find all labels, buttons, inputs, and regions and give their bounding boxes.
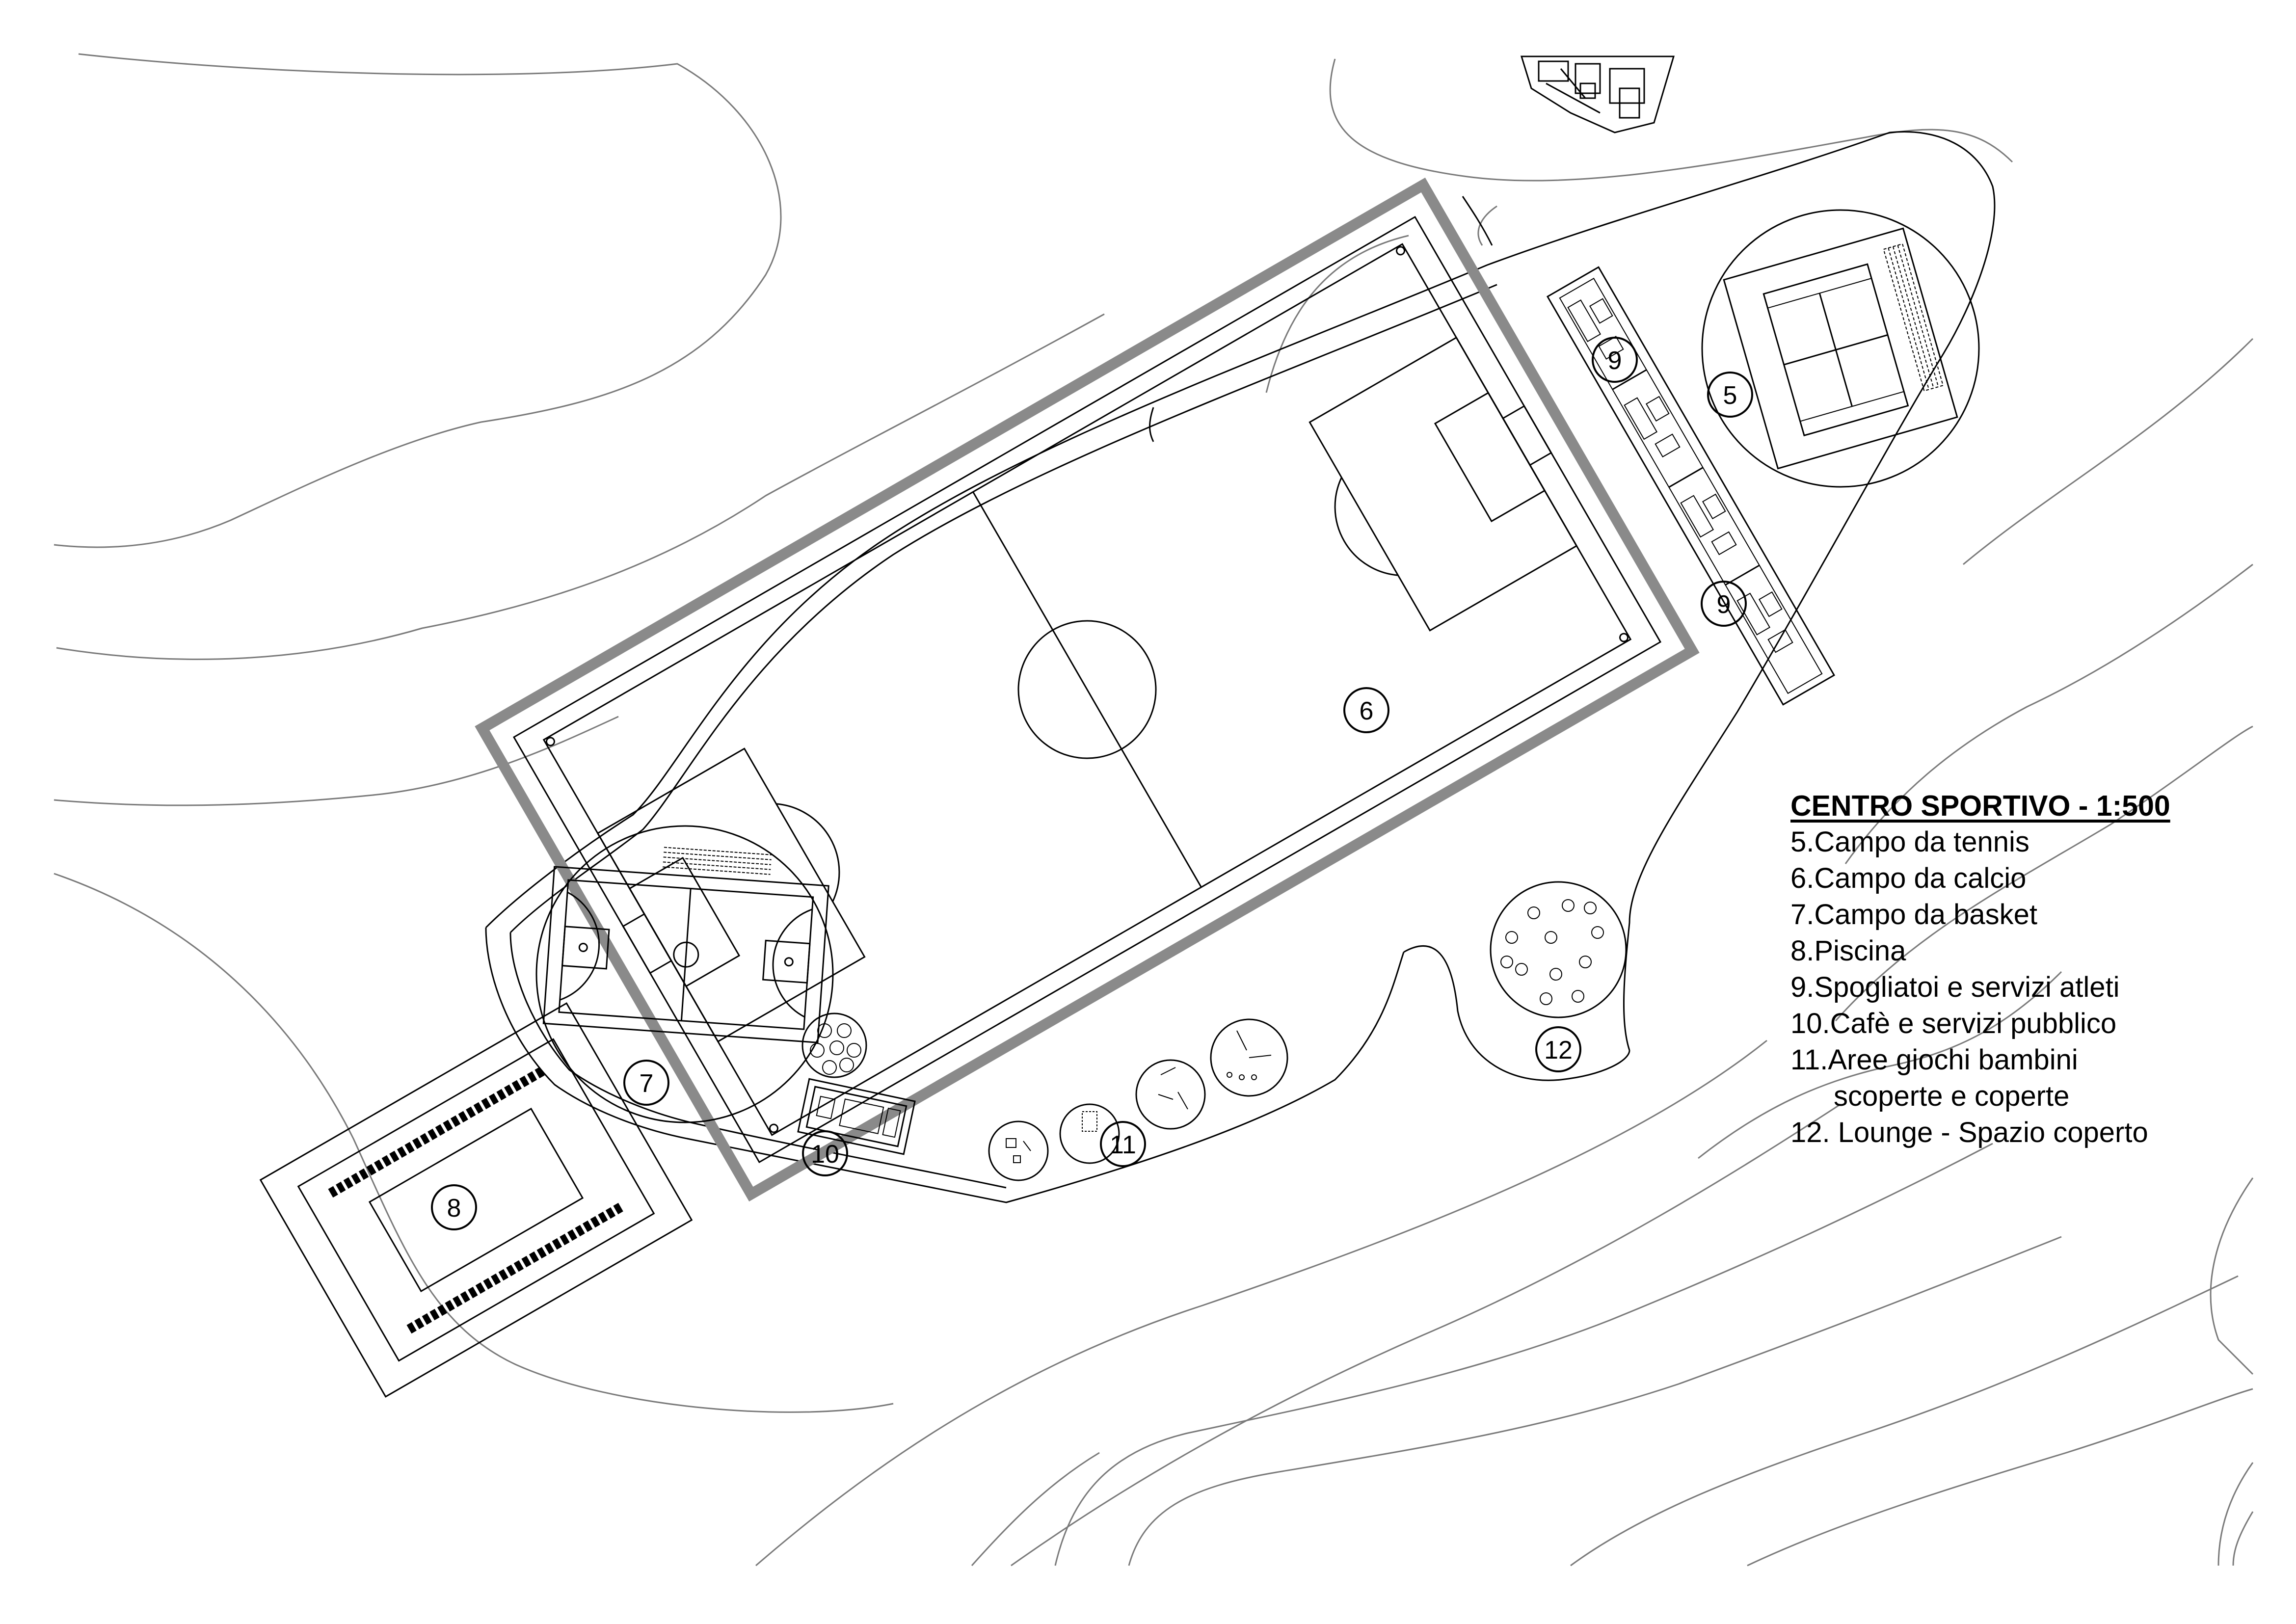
lounge-area xyxy=(1490,881,1627,1018)
field-enclosure-wall xyxy=(475,177,1700,1202)
lounge-tables xyxy=(1500,899,1604,1005)
marker-6-label: 6 xyxy=(1360,697,1374,725)
legend-item-playground: 11.Aree giochi bambini xyxy=(1790,1044,2078,1076)
marker-10 xyxy=(802,1130,848,1176)
marker-9b-label: 9 xyxy=(1717,590,1731,619)
basket-area xyxy=(535,825,834,1123)
marker-9a-label: 9 xyxy=(1608,346,1622,375)
legend-item-cafe: 10.Cafè e servizi pubblico xyxy=(1790,1008,2117,1039)
legend-item-lounge: 12. Lounge - Spazio coperto xyxy=(1790,1117,2148,1148)
marker-5 xyxy=(1707,372,1753,418)
existing-building xyxy=(1520,55,1675,133)
legend: CENTRO SPORTIVO - 1:500 5.Campo da tenni… xyxy=(1790,788,2170,1151)
cafe-tables xyxy=(810,1023,861,1075)
marker-12-label: 12 xyxy=(1544,1036,1573,1065)
cafe-building xyxy=(797,1012,916,1155)
pool-loungers xyxy=(328,1066,624,1334)
marker-9b xyxy=(1701,581,1747,627)
legend-title: CENTRO SPORTIVO - 1:500 xyxy=(1790,790,2170,822)
swimming-pool xyxy=(368,1108,584,1292)
marker-8-label: 8 xyxy=(447,1194,461,1223)
halfway-line xyxy=(972,491,1202,888)
football-field xyxy=(475,177,1700,1202)
marker-8 xyxy=(431,1184,477,1230)
center-circle xyxy=(1017,620,1157,759)
legend-item-lockers: 9.Spogliatoi e servizi atleti xyxy=(1790,971,2120,1003)
legend-item-playground-cont: scoperte e coperte xyxy=(1834,1080,2070,1112)
locker-building xyxy=(1546,266,1836,706)
marker-7-label: 7 xyxy=(640,1069,654,1098)
area-markers xyxy=(431,337,1753,1230)
legend-item-basket: 7.Campo da basket xyxy=(1790,899,2037,931)
marker-10-label: 10 xyxy=(811,1140,839,1169)
marker-11-label: 11 xyxy=(1110,1131,1136,1159)
terrain-contours xyxy=(53,53,2254,1567)
marker-12 xyxy=(1535,1026,1581,1072)
legend-item-tennis: 5.Campo da tennis xyxy=(1790,826,2029,858)
marker-11 xyxy=(1100,1121,1146,1167)
marker-5-label: 5 xyxy=(1723,381,1737,410)
site-boundary xyxy=(485,131,1996,1203)
playground-area xyxy=(988,1018,1288,1181)
legend-item-pool: 8.Piscina xyxy=(1790,935,1906,967)
legend-item-football: 6.Campo da calcio xyxy=(1790,862,2027,894)
marker-6 xyxy=(1343,687,1389,733)
marker-7 xyxy=(623,1060,669,1106)
tennis-area xyxy=(1701,209,1980,488)
basket-bleachers xyxy=(663,847,772,875)
marker-9a xyxy=(1592,337,1638,383)
pool-area xyxy=(259,1002,693,1398)
